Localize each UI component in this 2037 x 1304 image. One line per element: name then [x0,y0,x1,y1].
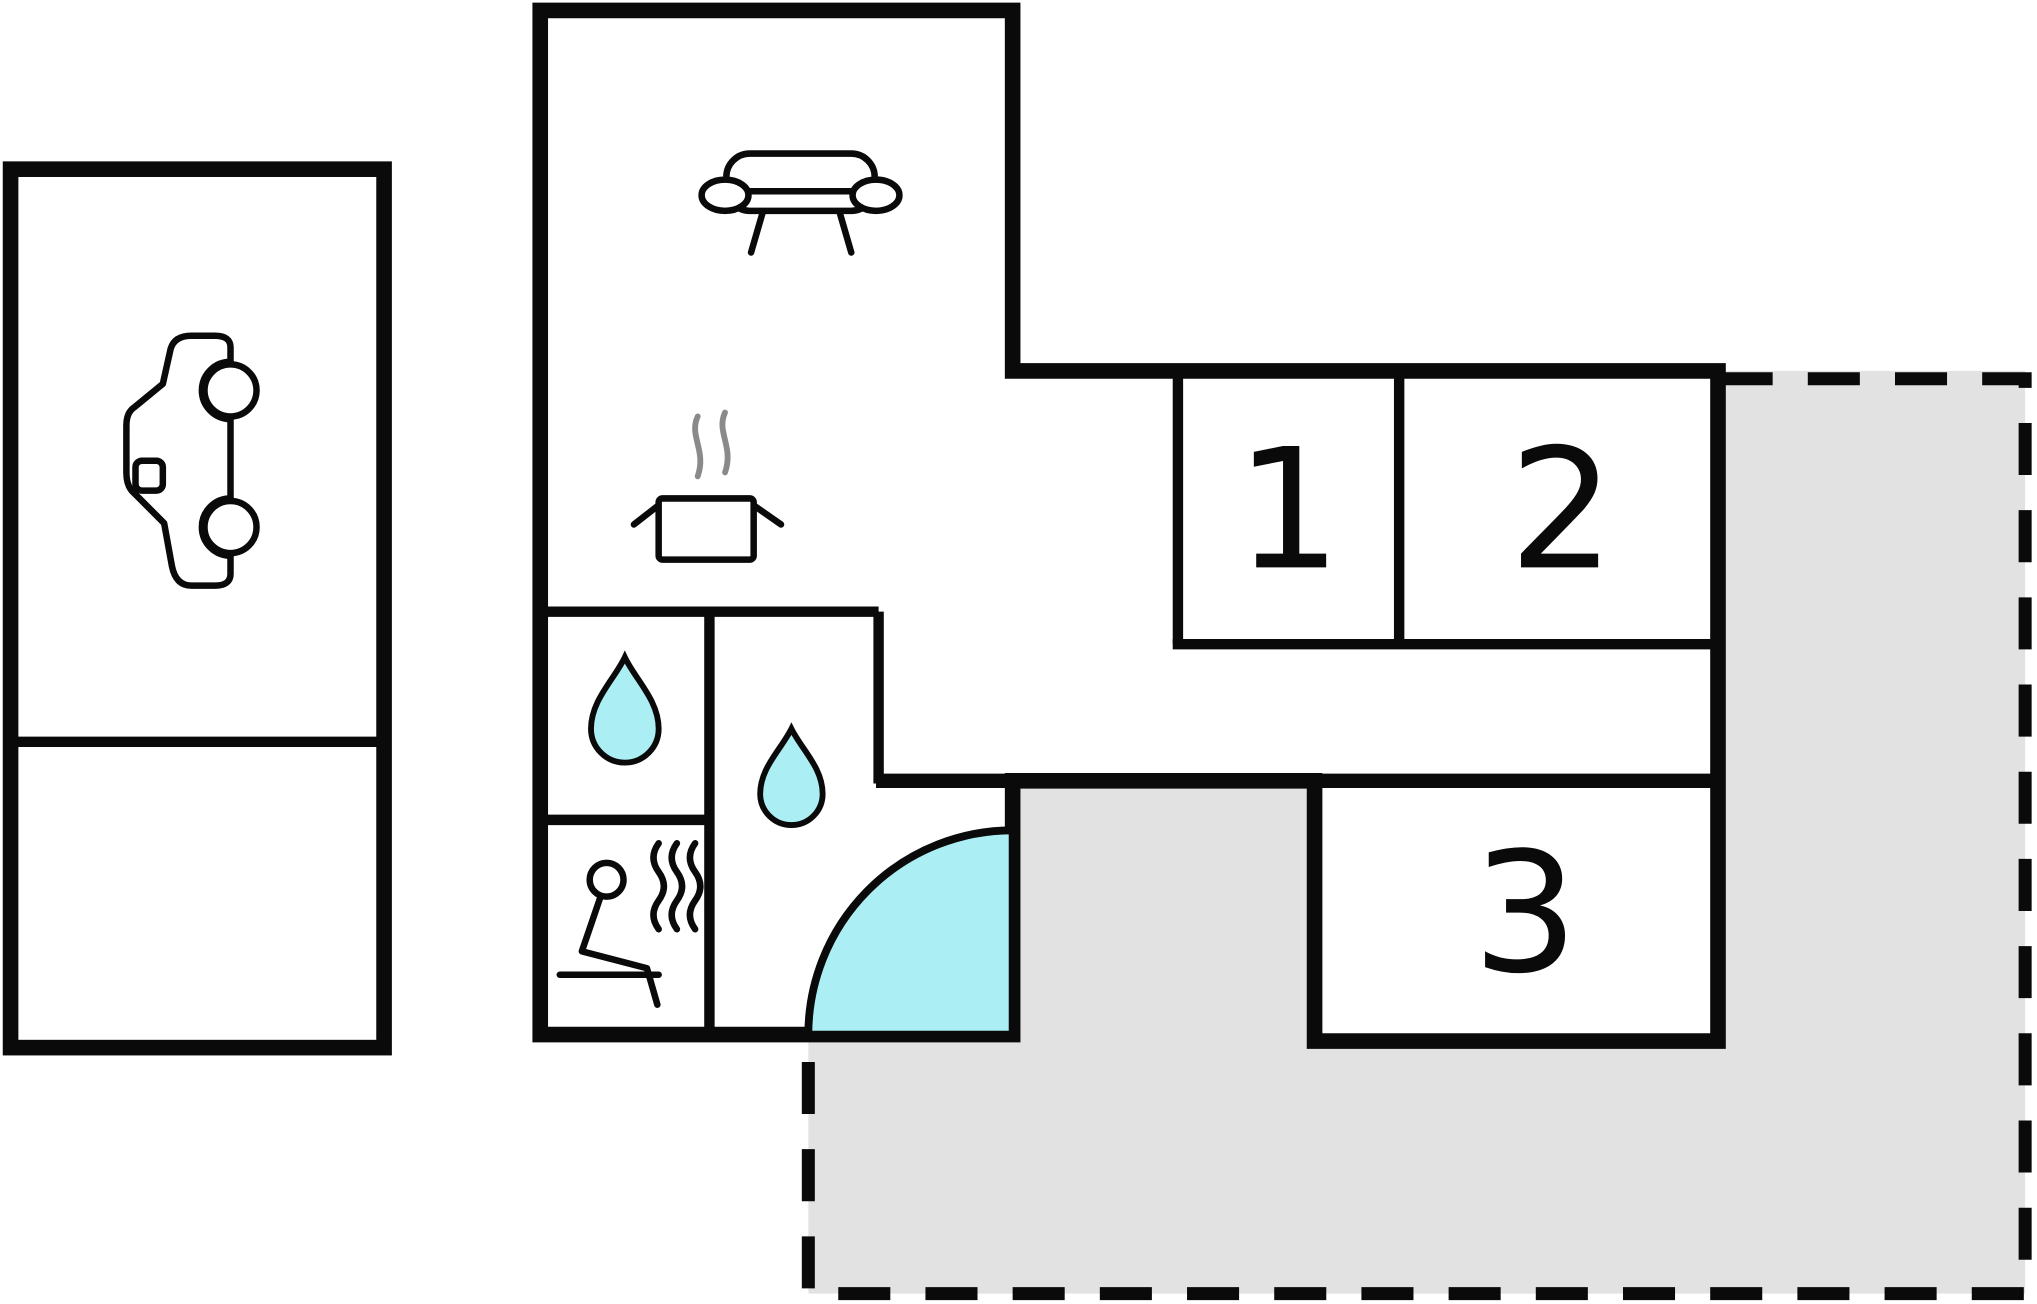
sauna-person-icon [556,840,704,1008]
car-window [132,457,167,494]
garage-outline [2,161,392,1056]
car-wheel [201,361,260,420]
sofa-icon [698,150,903,256]
heat-waves-icon [650,840,704,933]
car-icon [123,332,260,589]
corner-bathtub-icon [804,826,1017,1039]
terrace-dashed-border [801,372,2032,1301]
steam-icon [719,409,731,476]
car-wheel [201,497,260,557]
bedroom-3-label: 3 [1472,817,1578,1011]
steam-icon [692,413,704,480]
water-drop-icon [757,722,826,829]
cooking-pot-icon [630,409,785,563]
garage-room [2,161,392,1056]
bedroom-2-label: 2 [1509,413,1615,607]
bedroom-1-label: 1 [1236,413,1342,607]
water-drop-icon [588,650,662,766]
